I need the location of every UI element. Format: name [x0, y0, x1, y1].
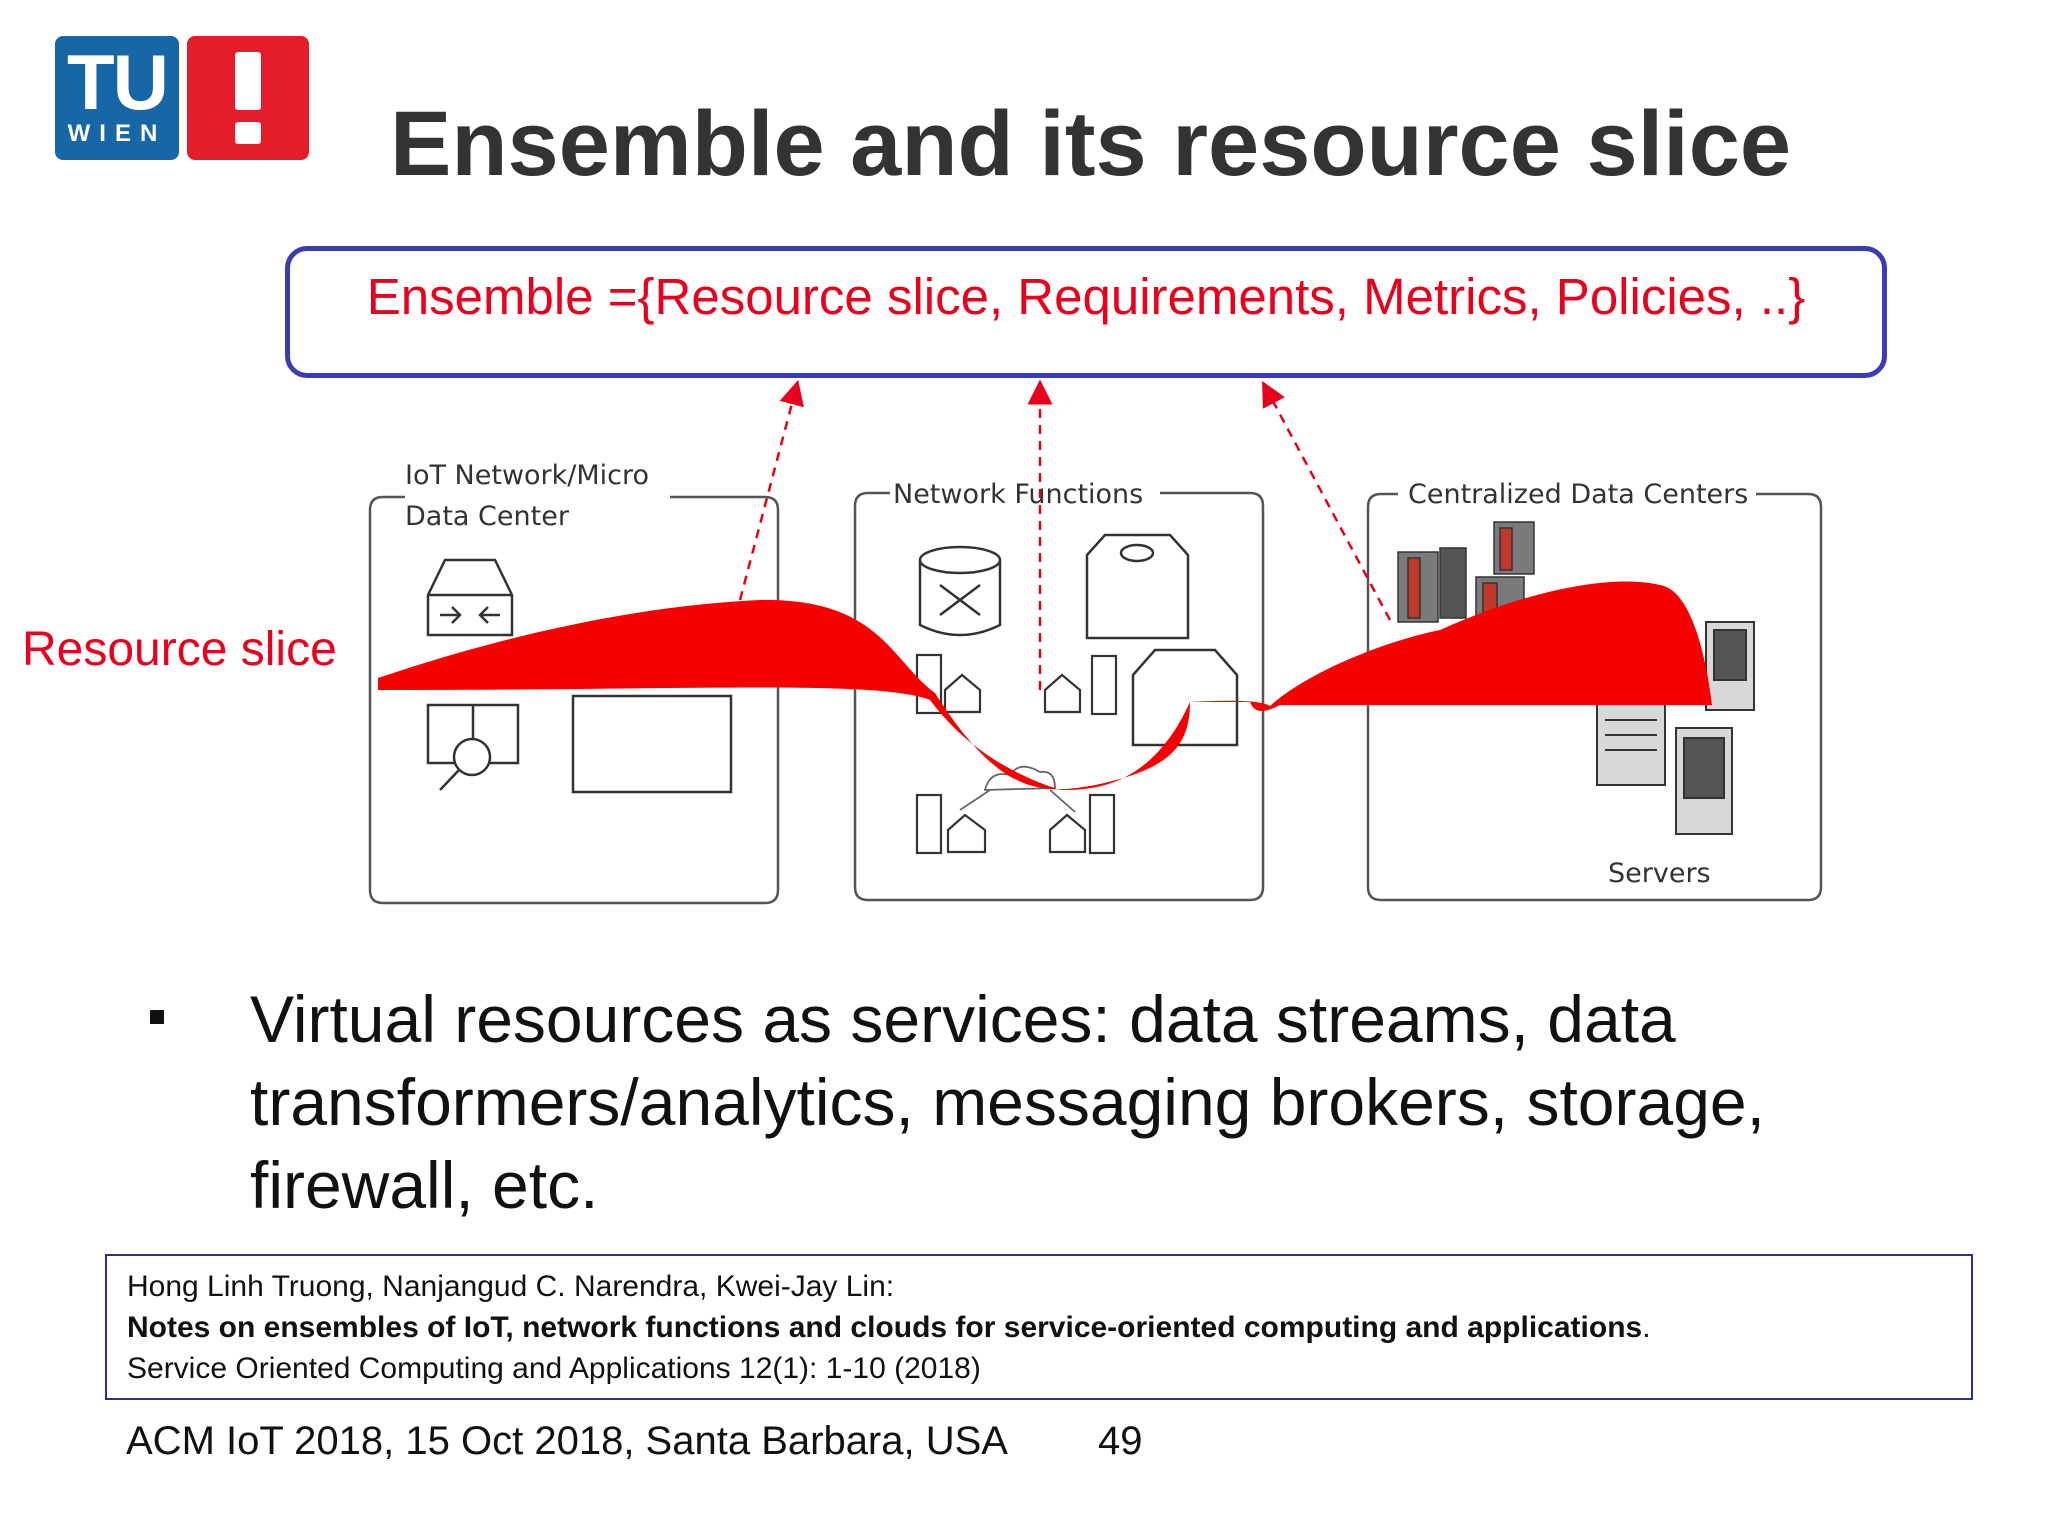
bullet-text: Virtual resources as services: data stre…: [250, 982, 1765, 1222]
iot-box-label-line2: Data Center: [405, 501, 570, 532]
tu-logo-block: TU WIEN: [55, 36, 179, 160]
slide-title: Ensemble and its resource slice: [390, 93, 1792, 195]
iot-box-label-line1: IoT Network/Micro: [405, 460, 649, 491]
bullet-marker: [150, 1010, 164, 1024]
logo-tu-text: TU: [67, 38, 169, 126]
ensemble-definition-text: Ensemble ={Resource slice, Requirements,…: [366, 268, 1806, 325]
exclamation-dot: [235, 122, 261, 144]
network-functions-label: Network Functions: [893, 479, 1143, 510]
servers-icon: [1596, 621, 1755, 835]
gateway-icon: [426, 558, 514, 637]
dashed-arrows: [738, 379, 1392, 690]
reference-title-line: Notes on ensembles of IoT, network funct…: [127, 1307, 1951, 1348]
iot-network-panel: IoT Network/Micro Data Center: [368, 460, 780, 905]
data-centers-panel: Centralized Data Centers Servers: [1366, 479, 1823, 902]
building-icon: [915, 653, 1118, 855]
reference-title-period: .: [1642, 1311, 1651, 1344]
ensemble-definition-box: [285, 246, 1887, 378]
network-box-icon: [1131, 648, 1239, 747]
router-icon: [918, 545, 1002, 637]
reference-box: Hong Linh Truong, Nanjangud C. Narendra,…: [105, 1254, 1973, 1400]
device-rectangle: [571, 694, 733, 794]
servers-label: Servers: [1608, 858, 1711, 889]
slide-footer: ACM IoT 2018, 15 Oct 2018, Santa Barbara…: [126, 1419, 1008, 1463]
arrow-from-iot: [738, 379, 804, 601]
exclamation-logo-block: [187, 36, 309, 160]
logo-wien-text: WIEN: [67, 120, 167, 147]
firewall-box-icon: [1085, 533, 1190, 640]
resource-slice-label: Resource slice: [22, 623, 337, 676]
page-number: 49: [1098, 1419, 1143, 1463]
reference-venue: Service Oriented Computing and Applicati…: [127, 1352, 981, 1385]
exclamation-bar: [235, 52, 261, 110]
tu-wien-logo: TU WIEN: [55, 36, 309, 160]
data-centers-label: Centralized Data Centers: [1408, 479, 1748, 510]
reference-authors: Hong Linh Truong, Nanjangud C. Narendra,…: [127, 1270, 895, 1303]
reference-paper-title: Notes on ensembles of IoT, network funct…: [127, 1311, 1643, 1344]
resource-slice-ribbon: [378, 581, 1712, 790]
arrow-from-data-centers: [1262, 380, 1392, 621]
switch-magnifier-icon: [426, 703, 520, 791]
